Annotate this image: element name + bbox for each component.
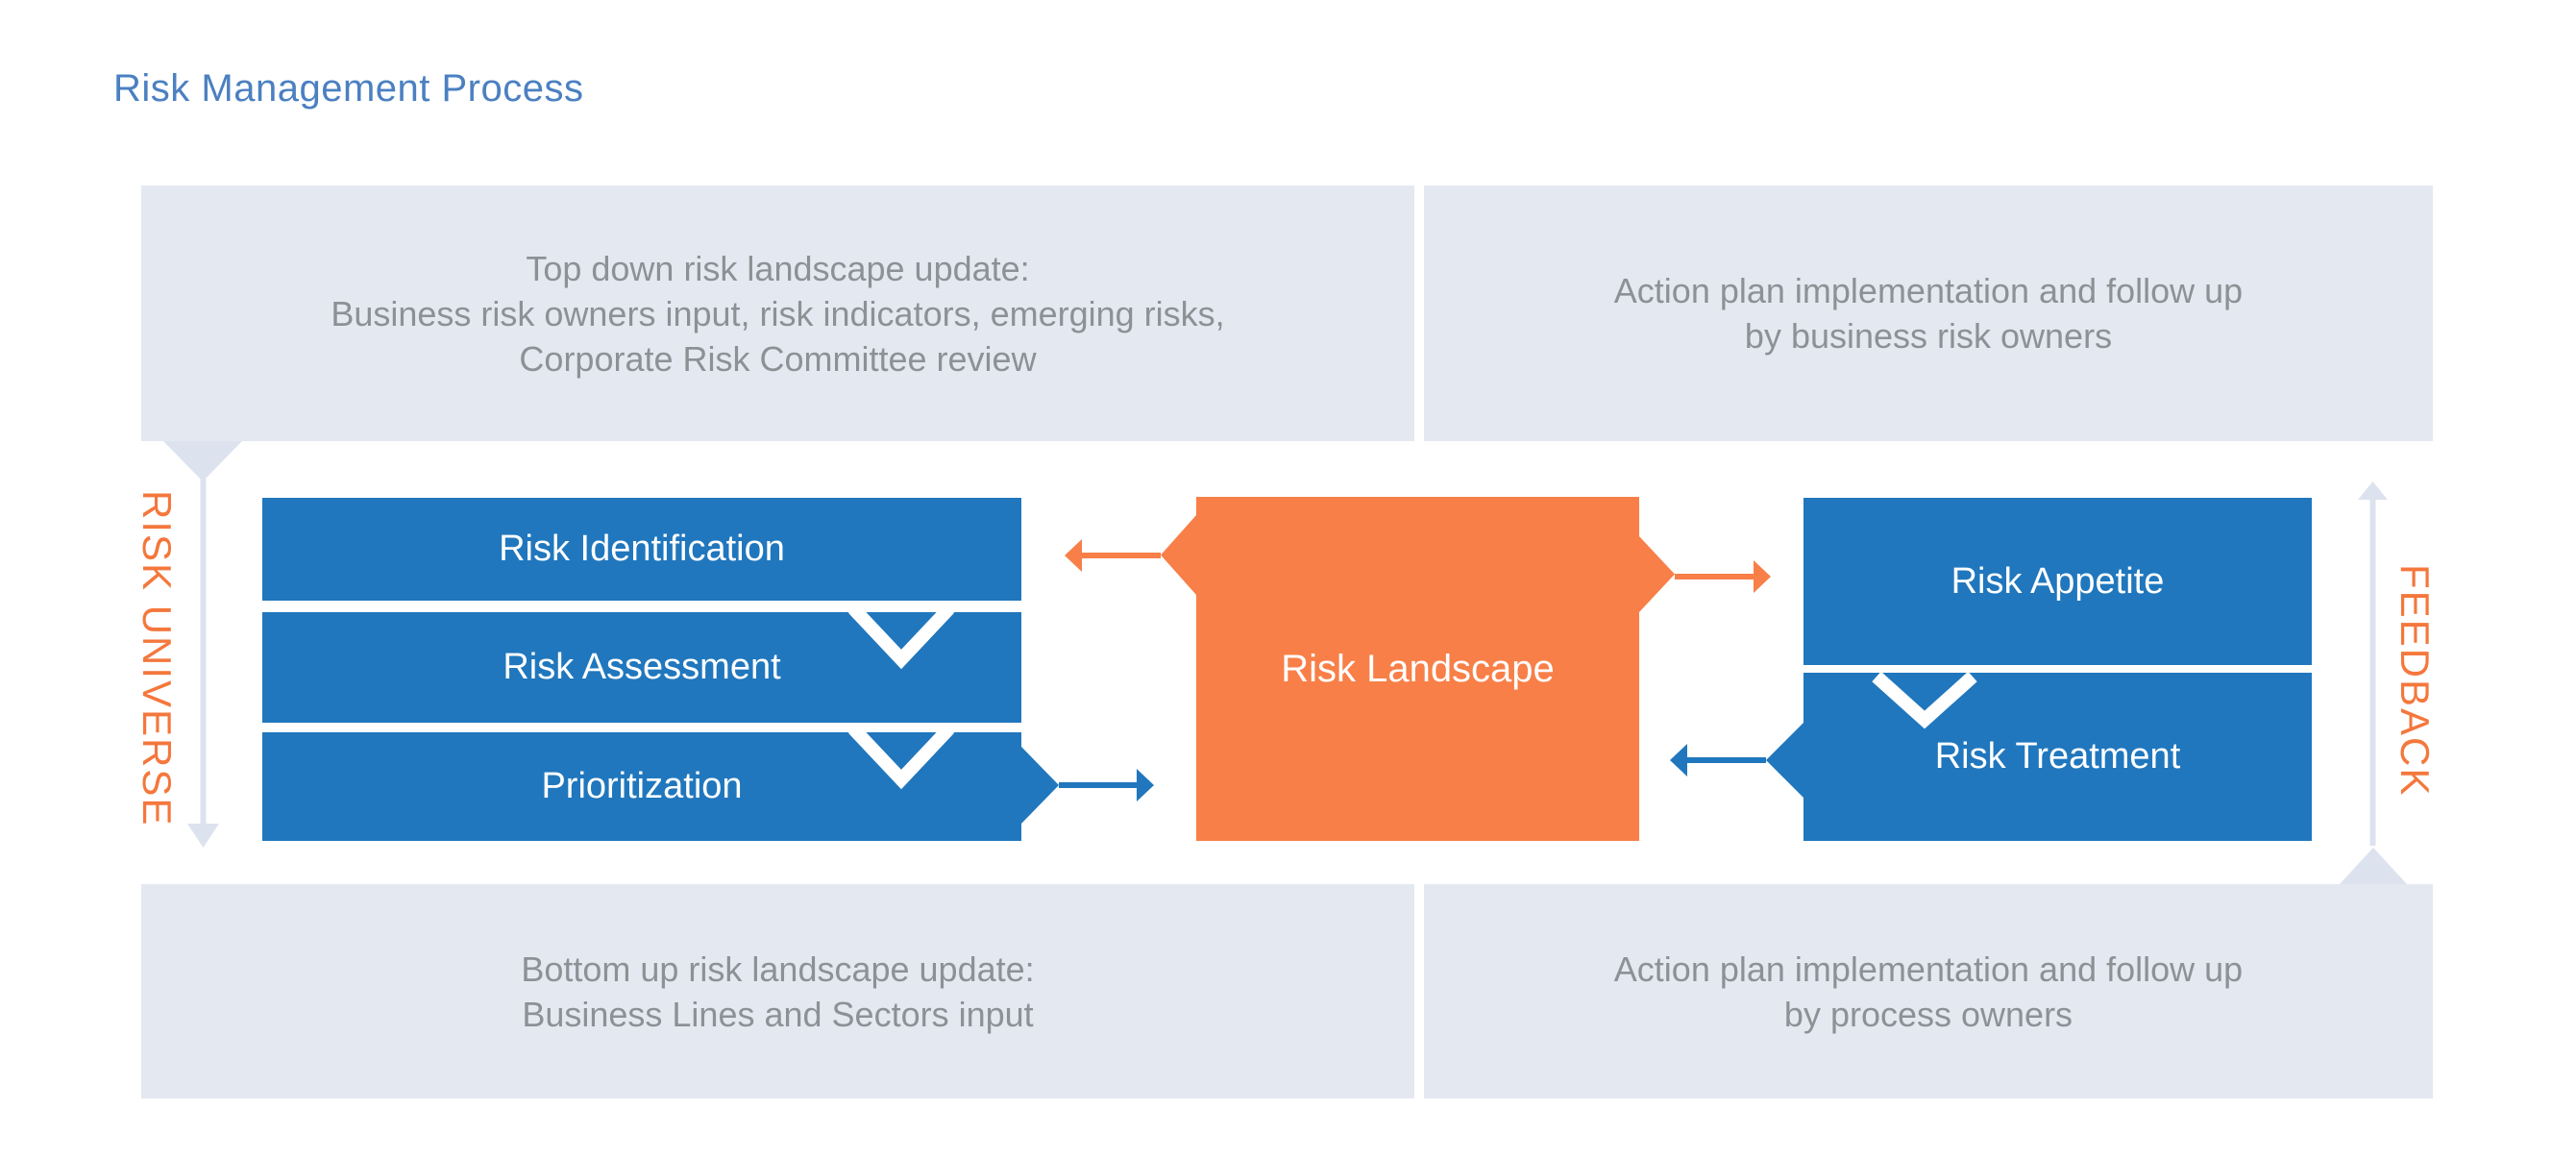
panel-top-down-update: Top down risk landscape update: Business… xyxy=(141,185,1414,441)
panel-text-line: Business risk owners input, risk indicat… xyxy=(331,293,1225,333)
feedback-label: FEEDBACK xyxy=(2392,563,2438,798)
panel-text-line: Corporate Risk Committee review xyxy=(519,338,1037,379)
risk-landscape-right-point xyxy=(1639,536,1675,612)
center-box-label: Risk Landscape xyxy=(1281,647,1555,690)
left-arrow-icon xyxy=(1670,744,1687,777)
right-arrow-icon xyxy=(1137,769,1154,801)
panel-text-line: by process owners xyxy=(1783,994,2073,1034)
step-risk-appetite: Risk Appetite xyxy=(1803,498,2312,665)
panel-action-plan-business: Action plan implementation and follow up… xyxy=(1424,185,2433,441)
up-arrow-icon xyxy=(2358,481,2388,500)
left-arrow-icon xyxy=(1065,539,1082,572)
step-risk-assessment: Risk Assessment xyxy=(262,612,1021,723)
right-arrow-icon xyxy=(1754,560,1771,593)
step-label: Risk Treatment xyxy=(1934,736,2181,777)
panel-text-line: Business Lines and Sectors input xyxy=(522,994,1034,1034)
panel-text-line: Top down risk landscape update: xyxy=(526,248,1030,288)
prioritization-point xyxy=(1021,747,1059,824)
step-prioritization: Prioritization xyxy=(262,732,1021,841)
risk-treatment-point xyxy=(1766,723,1803,798)
step-label: Risk Identification xyxy=(499,529,785,569)
page-title: Risk Management Process xyxy=(113,67,584,110)
up-flow-source-triangle xyxy=(2340,848,2407,884)
step-risk-identification: Risk Identification xyxy=(262,498,1021,601)
up-flow-line xyxy=(2369,498,2376,846)
risk-landscape-left-point xyxy=(1161,515,1196,595)
down-flow-source-triangle xyxy=(163,441,242,481)
panel-action-plan-process: Action plan implementation and follow up… xyxy=(1424,884,2433,1098)
down-arrow-icon xyxy=(187,824,219,848)
panel-text-line: by business risk owners xyxy=(1744,316,2113,356)
step-label: Risk Assessment xyxy=(503,647,781,687)
step-label: Risk Appetite xyxy=(1950,560,2165,602)
down-flow-line xyxy=(200,479,207,826)
step-risk-treatment: Risk Treatment xyxy=(1803,673,2312,841)
risk-landscape-box: Risk Landscape xyxy=(1196,497,1639,841)
panel-text-line: Action plan implementation and follow up xyxy=(1613,271,2244,310)
step-label: Prioritization xyxy=(541,766,743,806)
risk-universe-label: RISK UNIVERSE xyxy=(135,489,180,827)
panel-text-line: Bottom up risk landscape update: xyxy=(521,949,1035,989)
panel-text-line: Action plan implementation and follow up xyxy=(1613,949,2244,989)
panel-bottom-up-update: Bottom up risk landscape update: Busines… xyxy=(141,884,1414,1098)
